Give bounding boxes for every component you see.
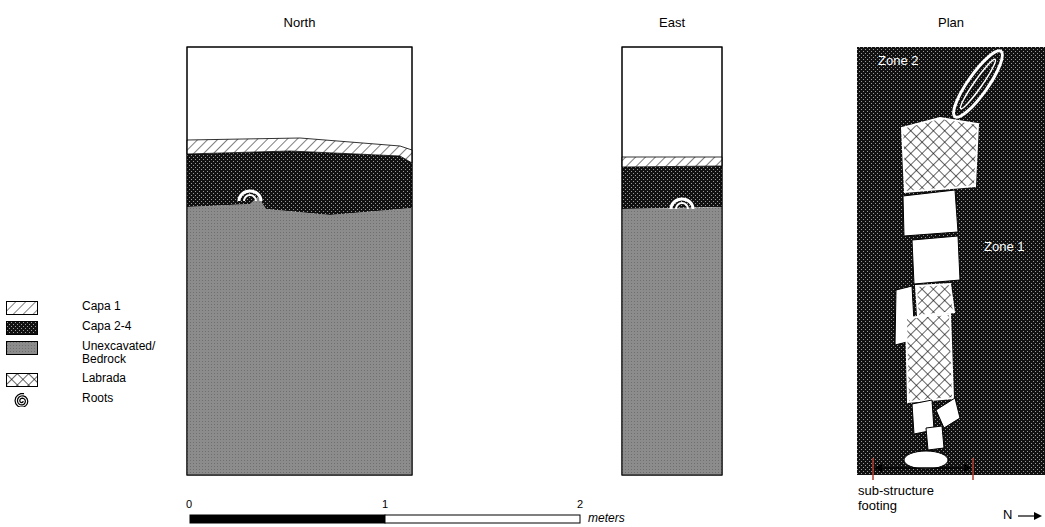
legend-item: Capa 1 [6,300,101,313]
legend-text: Capa 1 [82,300,134,313]
scale-bar [190,515,580,523]
profile-panel: North [187,47,412,475]
scale-number: 0 [186,498,192,511]
legend-text: Capa 2-4 [82,320,134,333]
legend-text: Roots [82,392,134,405]
legend-item: Roots [6,392,101,405]
legend-swatch [6,373,38,387]
scale-number: 1 [382,498,388,511]
scale-unit: meters [588,512,625,526]
legend-text: Labrada [82,372,134,385]
north-arrow [1018,512,1042,520]
plan-view [857,45,1045,480]
zone-label: Zone 2 [878,54,918,69]
profile-panel: Plan [857,47,1045,475]
north-profile [187,47,412,475]
north-label: N [1003,508,1012,523]
zone-label: Zone 1 [984,240,1024,255]
panel-heading: North [187,15,412,30]
profile-panel: East [622,47,722,475]
panel-heading: East [622,15,722,30]
legend-swatch [6,301,38,315]
legend-item: Capa 2-4 [6,320,101,333]
feature-label: sub-structure footing [858,484,936,514]
legend-swatch [6,341,38,355]
legend-swatch [6,393,38,407]
legend-item: Unexcavated/ Bedrock [6,340,101,366]
panel-heading: Plan [857,15,1045,30]
east-profile [622,0,759,475]
legend-swatch [6,321,38,335]
legend-item: Labrada [6,372,101,385]
legend-text: Unexcavated/ Bedrock [82,340,134,366]
scale-number: 2 [577,498,583,511]
